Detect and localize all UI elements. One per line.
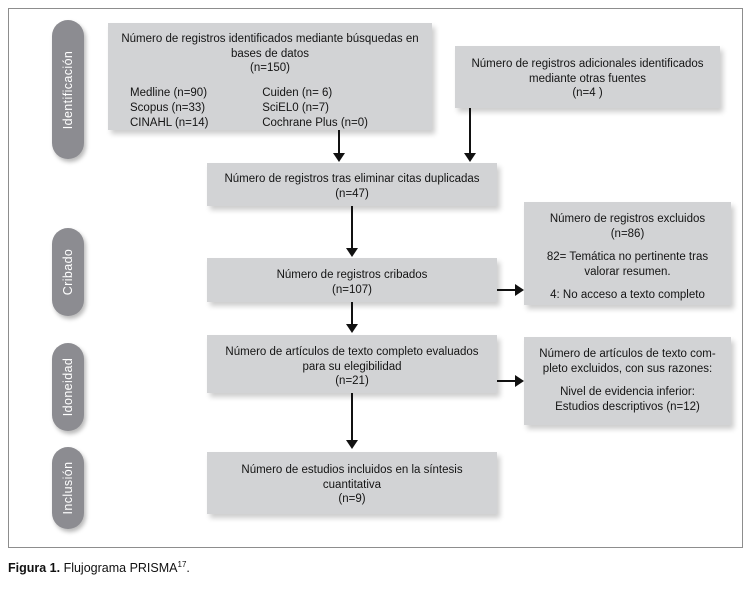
connector-fulltext-to-excluded bbox=[497, 380, 517, 382]
node-screened: Número de registros cribados (n=107) bbox=[207, 258, 497, 302]
node-count: (n=47) bbox=[335, 187, 369, 200]
spacer bbox=[532, 241, 723, 250]
node-duplicates-removed: Número de registros tras eliminar citas … bbox=[207, 163, 497, 206]
source-cuiden: Cuiden (n= 6) bbox=[262, 86, 333, 99]
node-count: (n=9) bbox=[338, 493, 366, 505]
source-cinahl: CINAHL (n=14) bbox=[130, 116, 209, 129]
node-count: (n=21) bbox=[335, 375, 369, 387]
node-count: (n=107) bbox=[332, 283, 372, 296]
node-title-line1: Número de registros identificados median… bbox=[121, 33, 419, 45]
connector-screened-to-fulltext bbox=[351, 302, 353, 325]
figure-caption-label: Figura 1. bbox=[8, 561, 61, 576]
connector-duplicates-to-screened bbox=[351, 206, 353, 249]
exclusion-reason-2: 4: No acceso a texto completo bbox=[550, 289, 705, 301]
stage-label-text: Identificación bbox=[61, 50, 75, 129]
node-fulltext-assessed: Número de artículos de texto completo ev… bbox=[207, 335, 497, 393]
node-line1: Número de estudios incluidos en la sínte… bbox=[241, 464, 463, 476]
stage-label-text: Inclusión bbox=[61, 461, 75, 515]
database-source-columns: Medline (n=90) Scopus (n=33) CINAHL (n=1… bbox=[130, 86, 412, 131]
node-count: (n=86) bbox=[610, 227, 645, 240]
node-count: (n=150) bbox=[250, 62, 290, 74]
database-sources-left: Medline (n=90) Scopus (n=33) CINAHL (n=1… bbox=[130, 86, 209, 131]
stage-label-cribado: Cribado bbox=[52, 228, 84, 316]
arrow-extra-to-duplicates-icon bbox=[464, 153, 476, 162]
spacer bbox=[532, 279, 723, 288]
arrow-fulltext-to-included-icon bbox=[346, 440, 358, 449]
stage-label-text: Cribado bbox=[61, 248, 75, 296]
node-line1: Número de registros tras eliminar citas … bbox=[224, 173, 480, 185]
exclusion-reason-line2: Estudios descriptivos (n=12) bbox=[555, 400, 700, 413]
node-line1: Número de artículos de texto completo ev… bbox=[225, 346, 479, 358]
stage-label-inclusion: Inclusión bbox=[52, 447, 84, 529]
spacer bbox=[532, 376, 723, 385]
node-identification-main: Número de registros identificados median… bbox=[108, 23, 432, 130]
node-line2: para su elegibilidad bbox=[302, 360, 402, 373]
exclusion-reason-1-line1: 82= Temática no pertinente tras bbox=[546, 251, 709, 263]
node-title-line2: bases de datos bbox=[230, 47, 309, 60]
figure-caption-end: . bbox=[186, 561, 190, 576]
source-scielo: SciEL0 (n=7) bbox=[262, 101, 330, 114]
source-scopus: Scopus (n=33) bbox=[130, 101, 206, 114]
connector-main-to-duplicates bbox=[338, 130, 340, 154]
figure-caption-reference: 17 bbox=[177, 560, 187, 569]
arrow-screened-to-fulltext-icon bbox=[346, 324, 358, 333]
exclusion-reason-1-line2: valorar resumen. bbox=[584, 265, 671, 278]
node-line1: Número de artículos de texto com- bbox=[539, 348, 716, 360]
connector-screened-to-excluded bbox=[497, 289, 517, 291]
node-line2: mediante otras fuentes bbox=[529, 72, 646, 85]
connector-fulltext-to-included bbox=[351, 393, 353, 441]
node-fulltext-excluded: Número de artículos de texto com- pleto … bbox=[524, 337, 731, 425]
node-line2: pleto excluidos, con sus razones: bbox=[542, 362, 713, 375]
stage-label-idoneidad: Idoneidad bbox=[52, 343, 84, 431]
node-line1: Número de registros cribados bbox=[276, 269, 428, 281]
arrow-main-to-duplicates-icon bbox=[333, 153, 345, 162]
node-excluded-records: Número de registros excluidos (n=86) 82=… bbox=[524, 202, 731, 305]
figure-caption: Figura 1. Flujograma PRISMA17. bbox=[8, 560, 190, 575]
node-line1: Número de registros excluidos bbox=[549, 213, 706, 225]
exclusion-reason-line1: Nivel de evidencia inferior: bbox=[560, 386, 695, 398]
node-line2: cuantitativa bbox=[322, 478, 382, 491]
stage-label-identificacion: Identificación bbox=[52, 20, 84, 159]
node-line1: Número de registros adicionales identifi… bbox=[471, 58, 704, 70]
figure-caption-text: Flujograma PRISMA bbox=[60, 561, 178, 576]
connector-extra-to-duplicates bbox=[469, 108, 471, 154]
stage-label-text: Idoneidad bbox=[61, 357, 75, 417]
source-medline: Medline (n=90) bbox=[130, 86, 208, 99]
database-sources-right: Cuiden (n= 6) SciEL0 (n=7) Cochrane Plus… bbox=[262, 86, 368, 131]
arrow-fulltext-to-excluded-icon bbox=[515, 375, 524, 387]
source-cochrane-plus: Cochrane Plus (n=0) bbox=[262, 116, 368, 129]
node-included: Número de estudios incluidos en la sínte… bbox=[207, 452, 497, 514]
node-count: (n=4 ) bbox=[572, 87, 603, 99]
arrow-duplicates-to-screened-icon bbox=[346, 248, 358, 257]
arrow-screened-to-excluded-icon bbox=[515, 284, 524, 296]
node-identification-extra: Número de registros adicionales identifi… bbox=[455, 46, 720, 108]
